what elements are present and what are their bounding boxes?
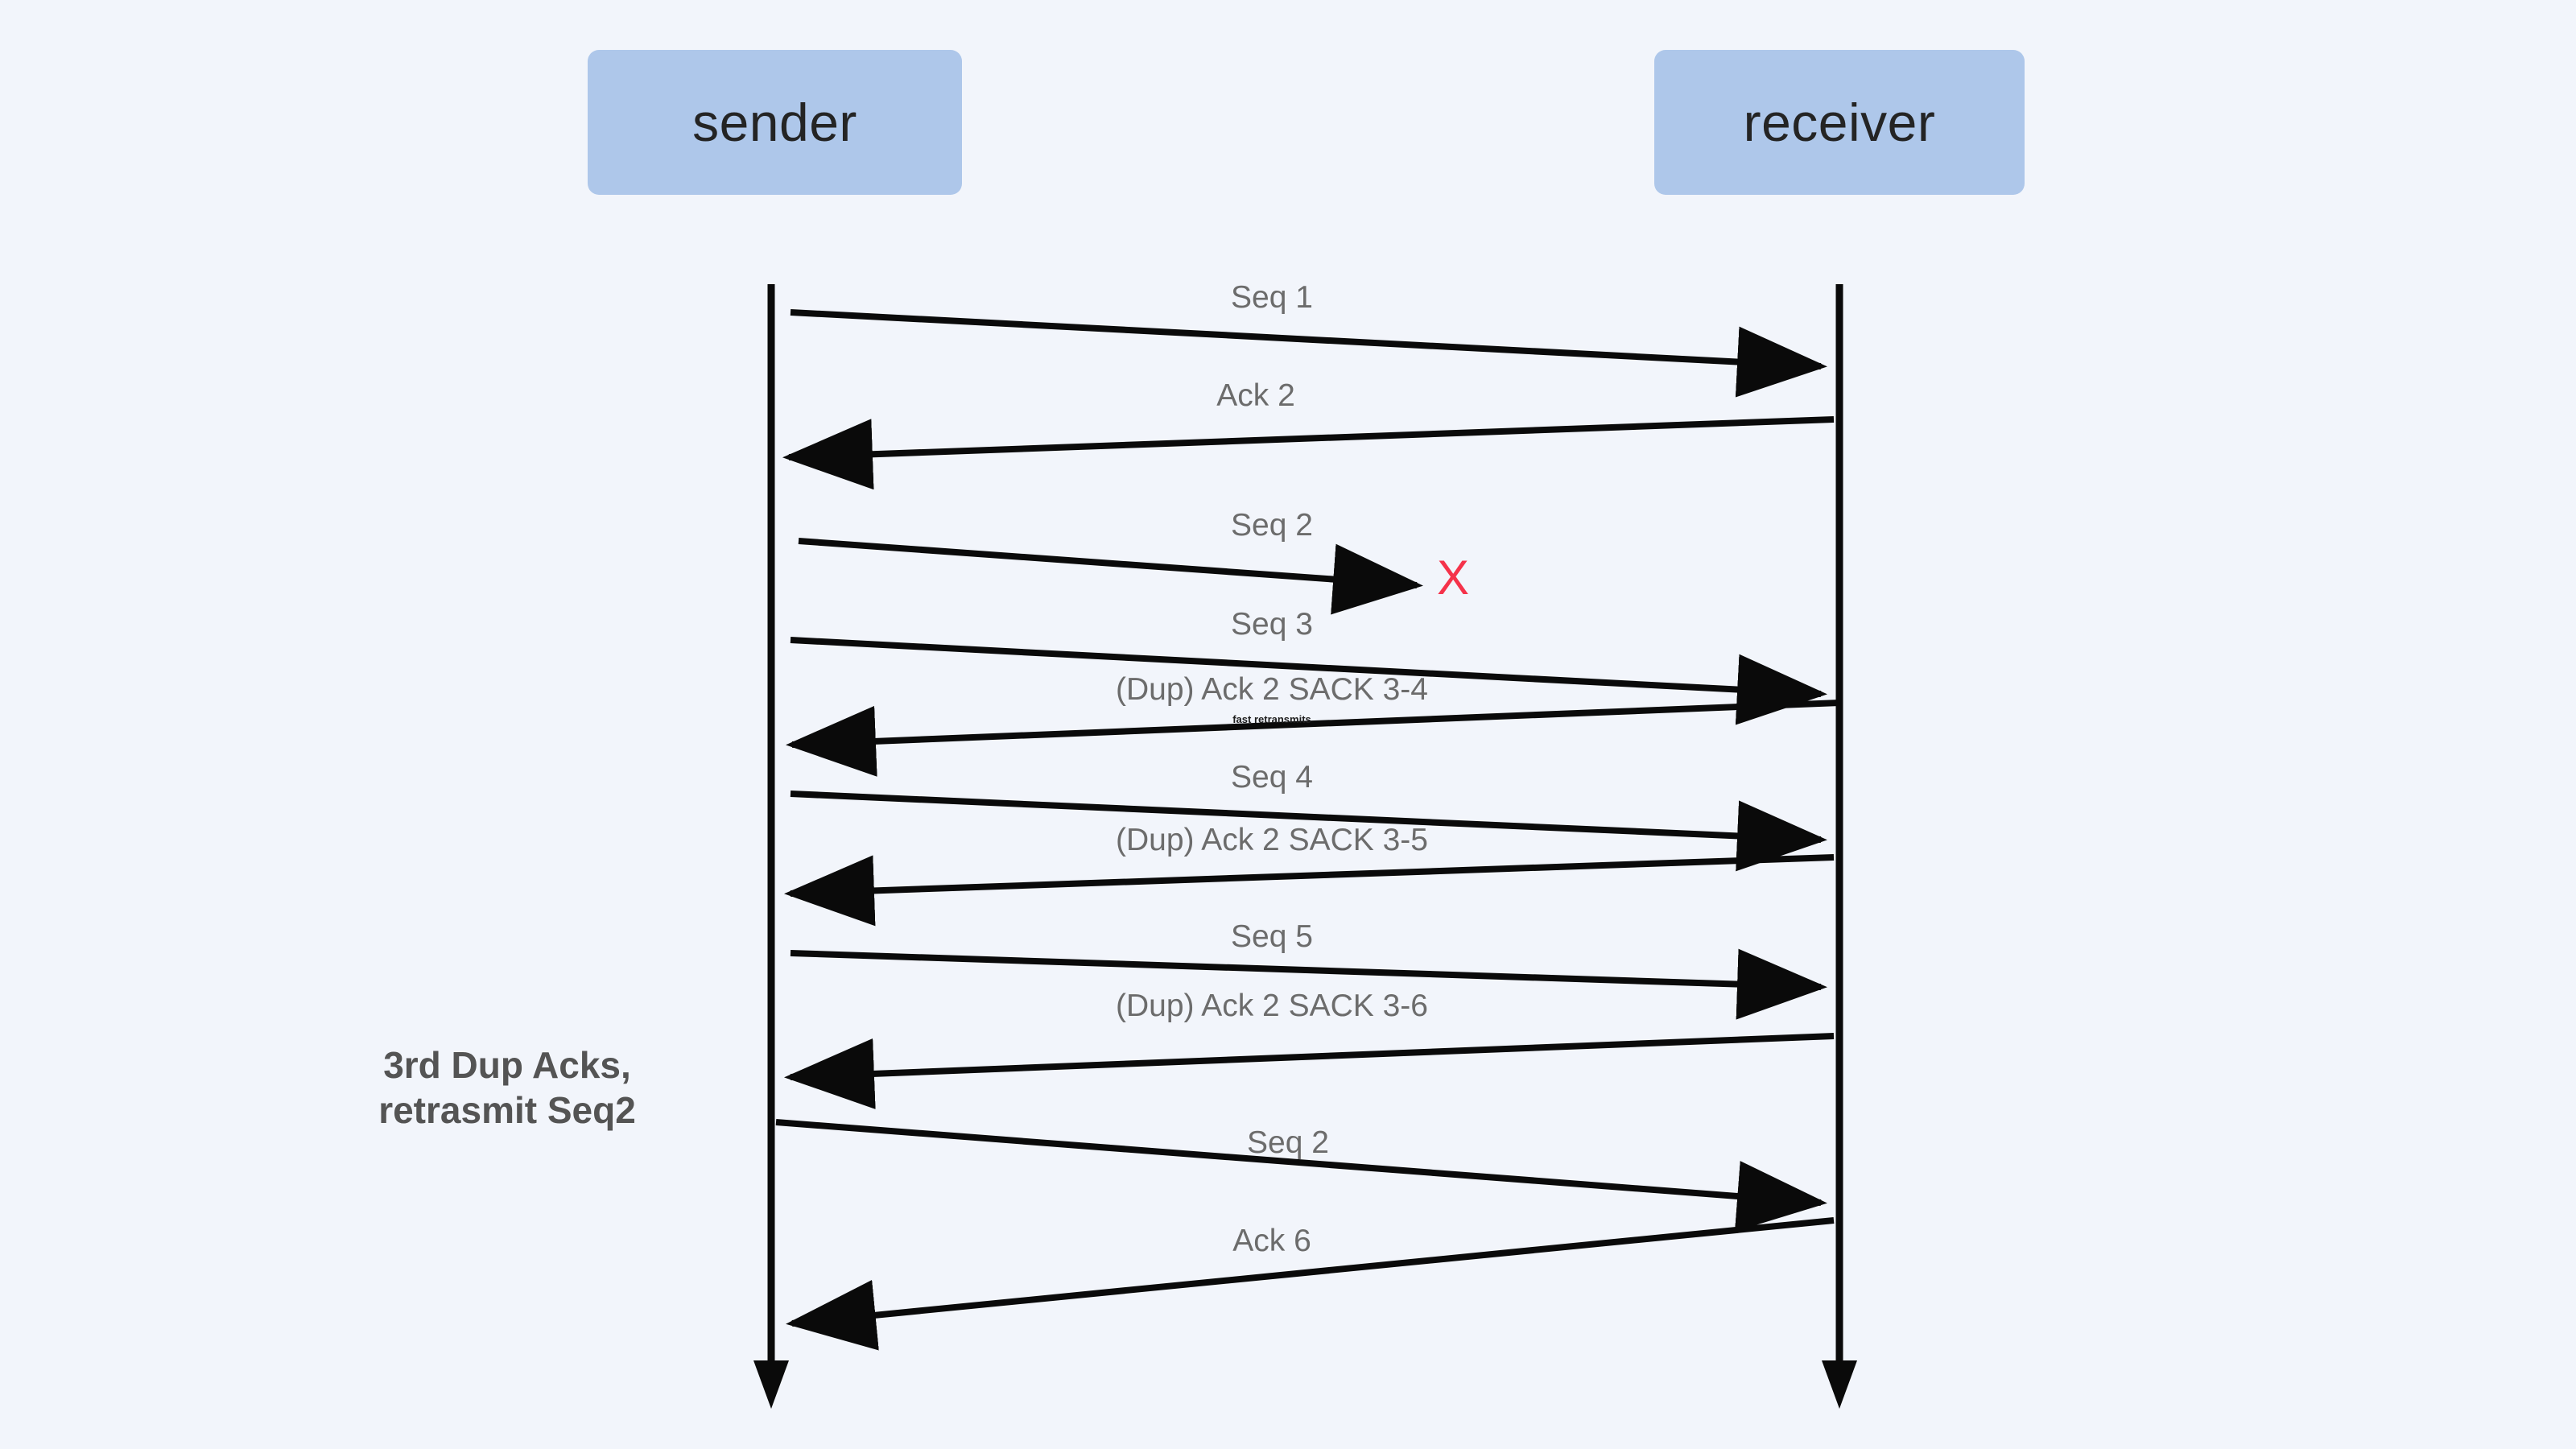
lifeline-sender (753, 284, 789, 1409)
message-label-dup-ack-2-sack-3-6: (Dup) Ack 2 SACK 3-6 (1116, 989, 1428, 1023)
annotation-line-2: retrasmit Seq2 (378, 1089, 636, 1132)
message-label-seq-4: Seq 4 (1231, 760, 1313, 795)
annotation-line-1: 3rd Dup Acks, (383, 1044, 631, 1086)
message-arrow-seq-2-lost (798, 538, 1423, 615)
message-label-seq-3: Seq 3 (1231, 607, 1313, 642)
lifeline-receiver (1822, 284, 1857, 1409)
message-label-ack-6: Ack 6 (1232, 1224, 1311, 1258)
message-arrow-dup-ack-2-sack-3-4 (786, 700, 1840, 777)
message-arrow-seq-4 (790, 791, 1827, 872)
participant-box-sender[interactable]: sender (588, 50, 962, 195)
message-arrow-dup-ack-2-sack-3-6 (784, 1033, 1835, 1109)
message-arrow-ack-2 (782, 416, 1835, 490)
message-label-seq-1: Seq 1 (1231, 280, 1313, 315)
message-label-dup-ack-2-sack-3-5: (Dup) Ack 2 SACK 3-5 (1116, 823, 1428, 857)
message-arrow-seq-5 (790, 948, 1827, 1020)
message-arrow-seq-1 (790, 309, 1827, 398)
participant-label-receiver: receiver (1743, 93, 1936, 152)
message-arrow-seq-3 (790, 637, 1827, 725)
message-label-seq-2-retransmit: Seq 2 (1247, 1125, 1329, 1160)
message-label-dup-ack-2-sack-3-4: (Dup) Ack 2 SACK 3-4 (1116, 672, 1428, 707)
participant-label-sender: sender (692, 93, 857, 152)
participant-box-receiver[interactable]: receiver (1654, 50, 2025, 195)
message-arrow-ack-6 (786, 1217, 1835, 1351)
message-label-ack-2: Ack 2 (1216, 378, 1295, 413)
message-label-seq-2: Seq 2 (1231, 508, 1313, 543)
message-label-seq-5: Seq 5 (1231, 919, 1313, 954)
message-arrow-dup-ack-2-sack-3-5 (784, 854, 1835, 927)
fast-retransmits-note: fast retransmits (1232, 713, 1311, 725)
annotation-third-dup-acks: 3rd Dup Acks, retrasmit Seq2 (378, 1042, 636, 1133)
message-arrow-seq-2-retransmit (775, 1119, 1827, 1232)
packet-loss-x-icon: X (1436, 551, 1470, 605)
